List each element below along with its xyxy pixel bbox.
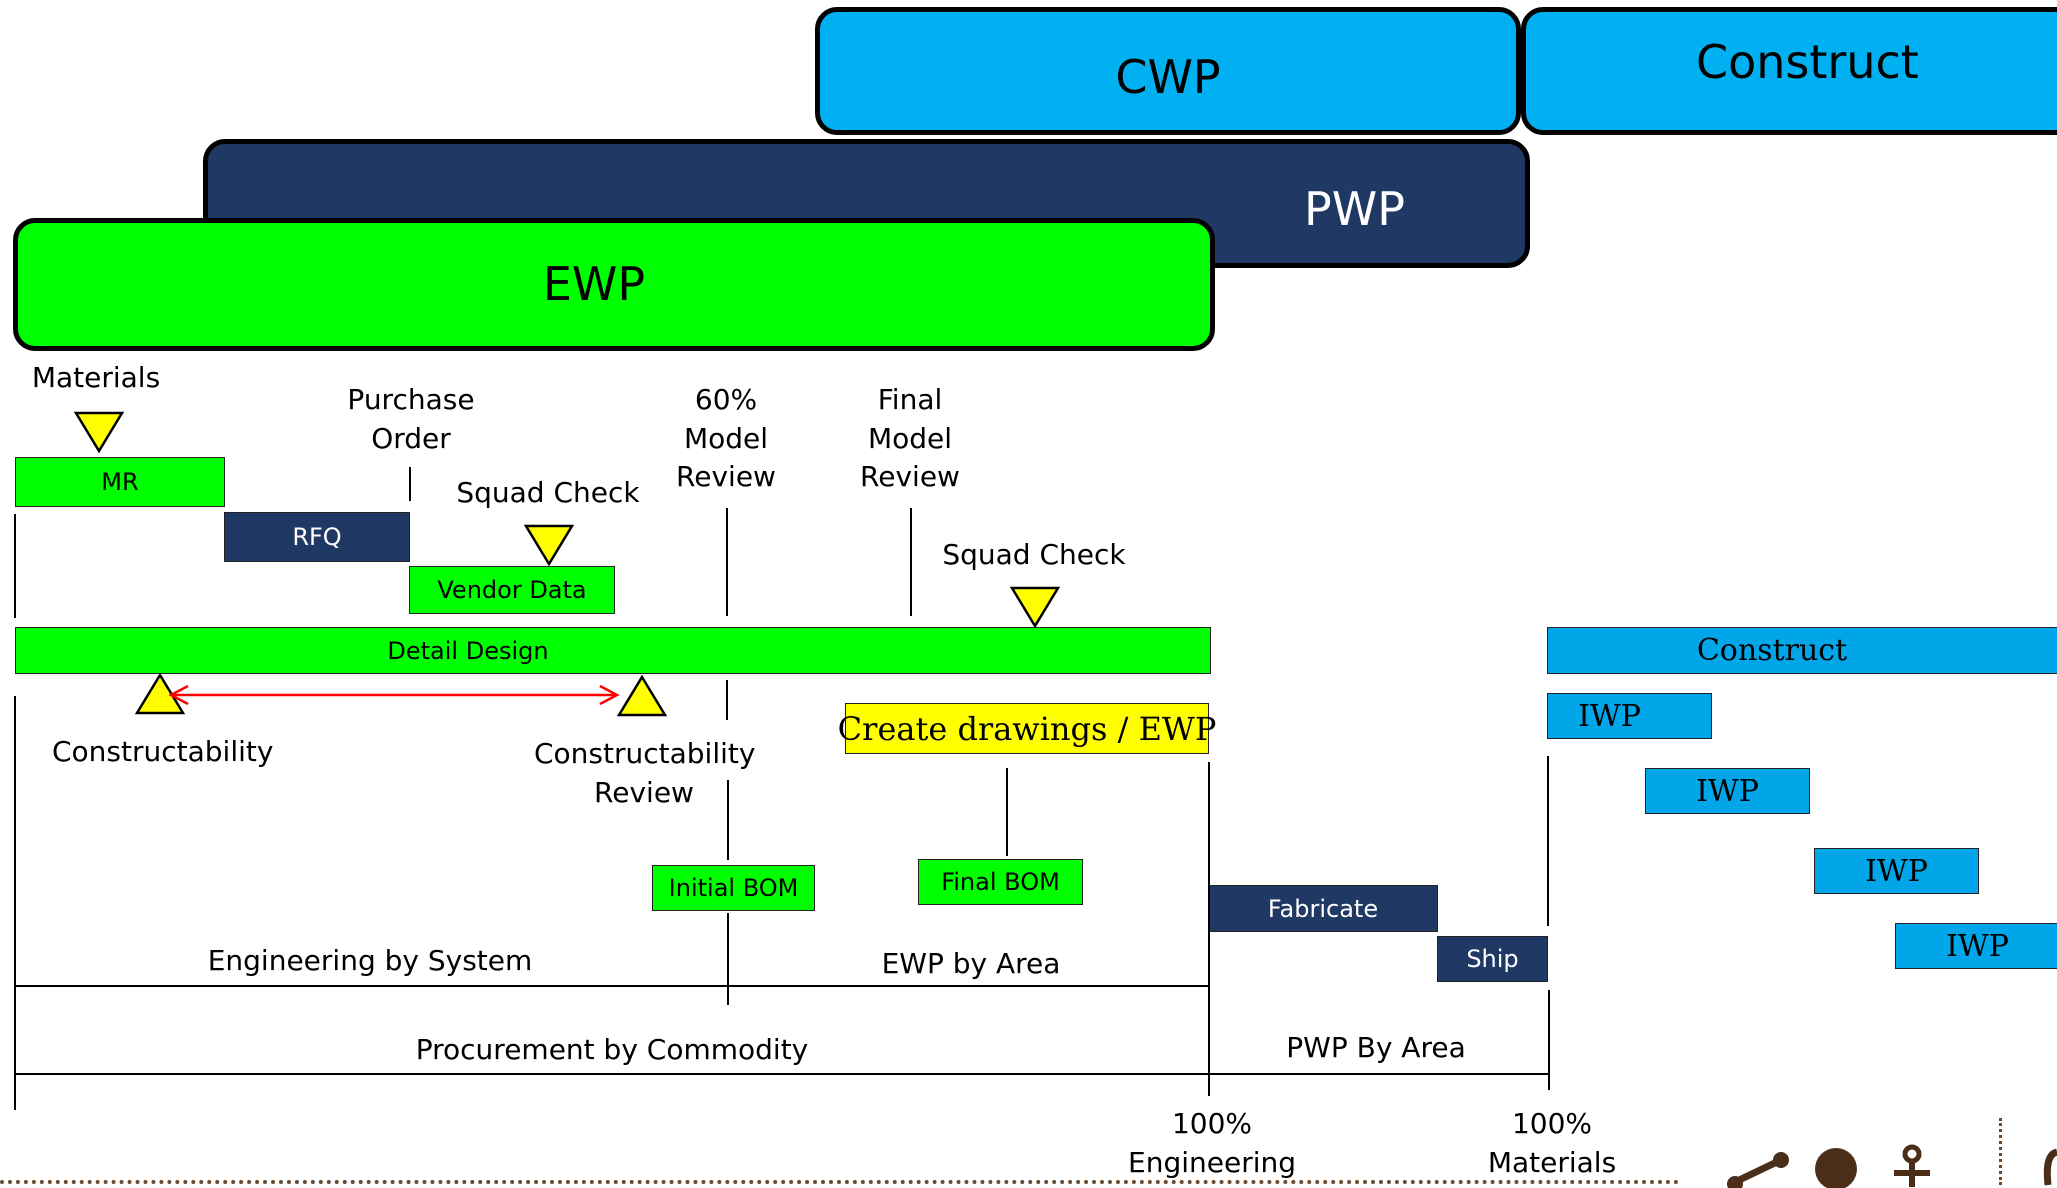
initial-bom-connector (727, 913, 729, 1005)
constructability-review-milestone-icon (616, 674, 668, 717)
footer-vertical-dotted-divider (1999, 1118, 2002, 1185)
cwp-label: CWP (1115, 50, 1221, 104)
engineering-span-line (14, 985, 1209, 987)
ewp-phase-bar: EWP (13, 218, 1215, 351)
procurement-by-commodity-label: Procurement by Commodity (415, 1033, 809, 1066)
ewp-by-area-label: EWP by Area (881, 947, 1061, 980)
final-bom-connector (1006, 768, 1008, 856)
materials-milestone-icon (73, 411, 125, 454)
pwp-label: PWP (1304, 181, 1405, 236)
construct-phase-label: Construct (1696, 35, 1919, 89)
iwp-task-bar-2: IWP (1645, 768, 1810, 814)
fabricate-task-bar: Fabricate (1208, 885, 1438, 932)
final-model-review-connector (910, 508, 912, 616)
detail-design-task-bar: Detail Design (15, 627, 1211, 674)
vendor-data-task-bar: Vendor Data (409, 566, 615, 614)
rfq-task-bar: RFQ (224, 512, 410, 562)
engineering-by-system-label: Engineering by System (207, 944, 533, 977)
construct-task-bar: Construct (1547, 627, 2057, 674)
pwp-by-area-label: PWP By Area (1286, 1031, 1466, 1064)
construct-phase-bar: Construct (1521, 7, 2057, 135)
constructability-arrow-icon (168, 684, 620, 706)
circle-icon[interactable] (1812, 1143, 1860, 1188)
engineering-100-line (1208, 762, 1210, 1096)
squad-check-milestone-icon-1 (523, 524, 575, 567)
left-edge-line-lower (14, 696, 16, 1110)
materials-label: Materials (31, 361, 161, 394)
share-icon[interactable] (1725, 1148, 1793, 1188)
create-drawings-task-bar: Create drawings / EWP (838, 703, 1216, 754)
left-edge-line-upper (14, 514, 16, 618)
iwp-task-bar-1: IWP (1547, 693, 1712, 739)
final-bom-task-bar: Final BOM (918, 859, 1083, 905)
engineering-100-label: 100%Engineering (1128, 1107, 1296, 1179)
iwp-task-bar-3: IWP (1814, 848, 1979, 894)
partial-icon[interactable] (2042, 1148, 2057, 1186)
procurement-span-line (14, 1073, 1549, 1075)
squad-check-label-2: Squad Check (942, 538, 1126, 571)
materials-100-label: 100%Materials (1487, 1107, 1617, 1179)
squad-check-milestone-icon-2 (1009, 586, 1061, 629)
constructability-review-connector (727, 780, 729, 860)
model-review-60-connector (726, 508, 728, 616)
footer-dotted-divider (0, 1180, 1680, 1184)
anchor-icon[interactable] (1884, 1143, 1940, 1187)
ewp-label: EWP (542, 256, 646, 311)
materials-100-line-lower (1548, 990, 1550, 1090)
initial-bom-task-bar: Initial BOM (652, 865, 815, 911)
materials-100-line-upper (1547, 756, 1549, 926)
ship-task-bar: Ship (1437, 936, 1548, 982)
squad-check-label-1: Squad Check (456, 476, 640, 509)
mr-task-bar: MR (15, 457, 225, 507)
cwp-phase-bar: CWP (815, 7, 1521, 135)
constructability-label: Constructability (52, 735, 274, 768)
model-review-60-lower-connector (726, 680, 728, 720)
purchase-order-connector (409, 467, 411, 501)
iwp-task-bar-4: IWP (1895, 923, 2057, 969)
